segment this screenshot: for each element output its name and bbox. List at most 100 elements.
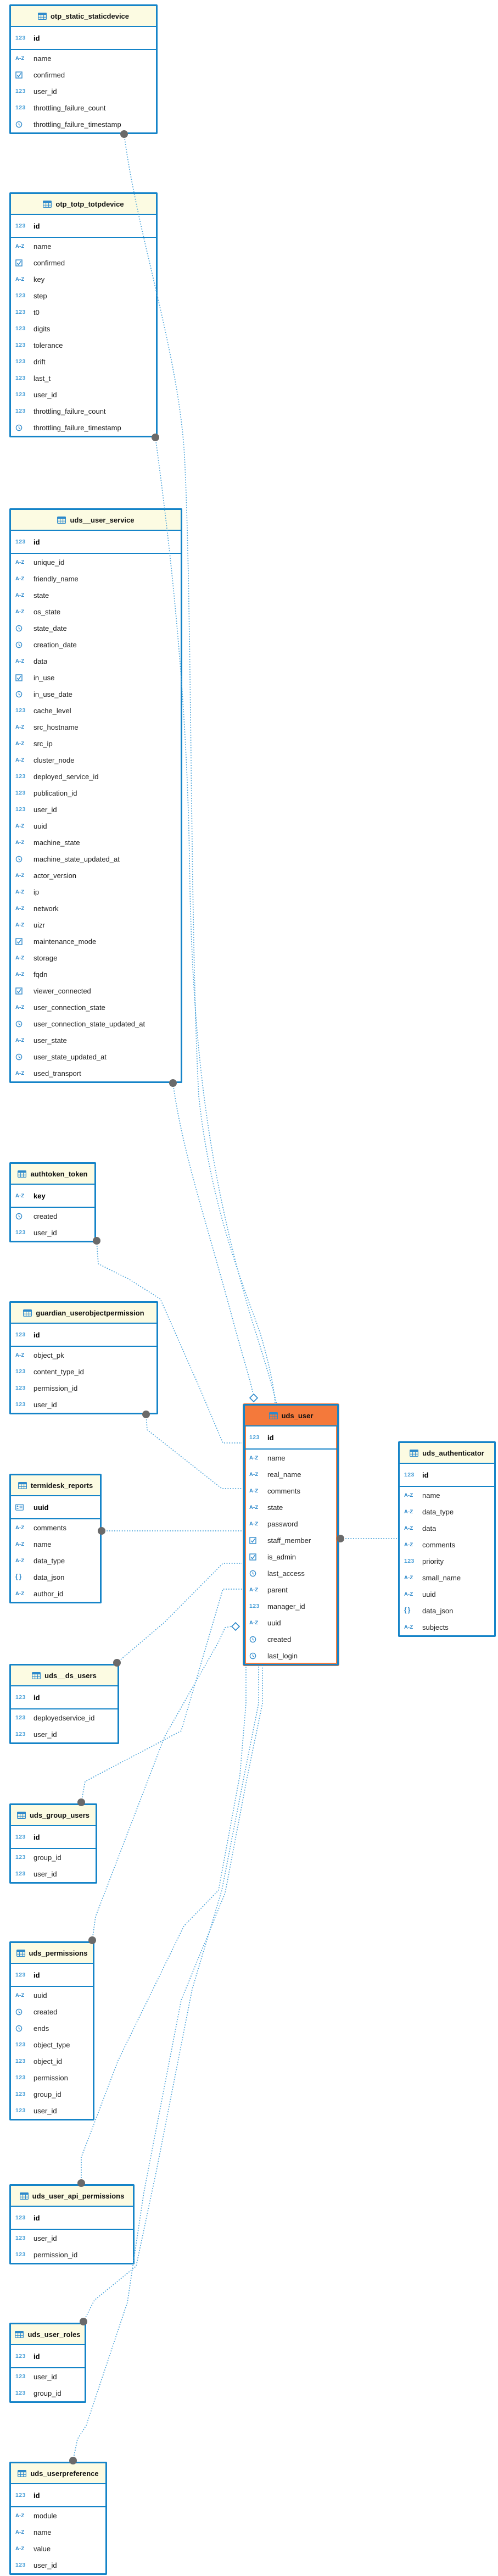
field-confirmed[interactable]: confirmed <box>11 66 156 83</box>
field-user_connection_state_updated_at[interactable]: user_connection_state_updated_at <box>11 1015 181 1032</box>
table-header[interactable]: authtoken_token <box>11 1164 94 1185</box>
table-header[interactable]: uds__ds_users <box>11 1665 117 1686</box>
field-created[interactable]: created <box>11 1208 94 1224</box>
field-in_use_date[interactable]: in_use_date <box>11 686 181 702</box>
table-header[interactable]: termidesk_reports <box>11 1475 100 1496</box>
table-header[interactable]: otp_static_staticdevice <box>11 6 156 27</box>
table-header[interactable]: guardian_userobjectpermission <box>11 1303 156 1324</box>
field-created[interactable]: created <box>245 1631 337 1647</box>
table-header[interactable]: uds_user_roles <box>11 2324 85 2345</box>
field-created[interactable]: created <box>11 2003 93 2020</box>
table-header[interactable]: otp_totp_totpdevice <box>11 194 156 215</box>
field-throttling_failure_timestamp[interactable]: throttling_failure_timestamp <box>11 116 156 132</box>
field-is_admin[interactable]: is_admin <box>245 1548 337 1565</box>
field-staff_member[interactable]: staff_member <box>245 1532 337 1548</box>
table-header[interactable]: uds_permissions <box>11 1943 93 1964</box>
field-data_json[interactable]: { }data_json <box>11 1569 100 1585</box>
field-confirmed[interactable]: confirmed <box>11 254 156 271</box>
table-header[interactable]: uds__user_service <box>11 510 181 531</box>
table-header[interactable]: uds_userpreference <box>11 2463 105 2484</box>
field-last_login[interactable]: last_login <box>245 1647 337 1664</box>
field-maintenance_mode[interactable]: maintenance_mode <box>11 933 181 950</box>
table-header[interactable]: uds_user <box>245 1406 337 1426</box>
field-user_state_updated_at[interactable]: user_state_updated_at <box>11 1048 181 1065</box>
field-machine_state_updated_at[interactable]: machine_state_updated_at <box>11 851 181 867</box>
field-data_json[interactable]: { }data_json <box>400 1602 494 1619</box>
